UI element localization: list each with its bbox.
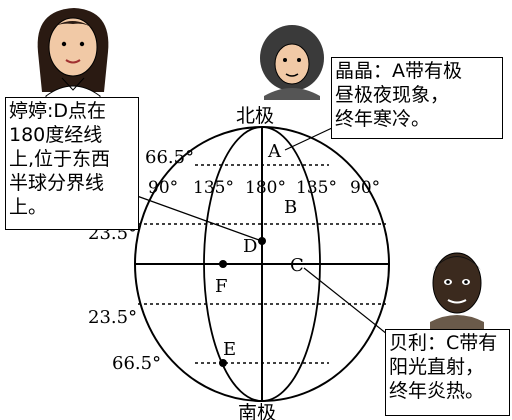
point-f-label: F — [215, 276, 228, 297]
lon-90-w-label: 90° — [148, 178, 178, 198]
lat-665-s-label: 66.5° — [112, 353, 161, 374]
point-d-dot — [258, 237, 266, 245]
point-d-label: D — [243, 236, 257, 257]
lat-665-n-label: 66.5° — [145, 147, 194, 168]
boy-character-illustration — [260, 25, 324, 100]
leader-jingjing — [284, 127, 333, 151]
bubble-line: 终年炎热。 — [389, 380, 485, 402]
bubble-line: 婷婷:D点在 — [9, 100, 107, 122]
bubble-line: 阳光直射， — [389, 356, 485, 378]
beili-character-illustration — [430, 252, 484, 330]
bubble-line: 终年寒冷。 — [335, 108, 431, 130]
bubble-line: 上。 — [9, 196, 48, 218]
speech-bubble-beili: 贝利：C带有 阳光直射， 终年炎热。 — [385, 329, 510, 416]
speech-bubble-jingjing: 晶晶：A带有极 昼极夜现象， 终年寒冷。 — [331, 57, 503, 139]
bubble-line: 上,位于东西 — [9, 148, 111, 170]
lon-90-e-label: 90° — [350, 178, 380, 198]
south-pole-label: 南极 — [238, 402, 276, 420]
girl-character-illustration — [37, 8, 109, 101]
bubble-line: 贝利：C带有 — [389, 332, 498, 354]
point-b-label: B — [284, 197, 297, 218]
bubble-line: 晶晶：A带有极 — [335, 60, 462, 82]
point-f-dot — [219, 260, 227, 268]
speech-bubble-tingting: 婷婷:D点在 180度经线 上,位于东西 半球分界线 上。 — [5, 97, 139, 230]
point-e-dot — [219, 359, 227, 367]
bubble-line: 昼极夜现象， — [335, 84, 450, 106]
point-e-label: E — [223, 339, 236, 360]
bubble-line: 半球分界线 — [9, 172, 105, 194]
lat-235-s-label: 23.5° — [88, 307, 137, 328]
north-pole-label: 北极 — [236, 105, 274, 127]
bubble-line: 180度经线 — [9, 124, 103, 146]
point-c-label: C — [290, 255, 304, 276]
point-a-label: A — [267, 141, 282, 162]
leader-tingting — [136, 195, 260, 241]
lon-135-e-label: 135° — [296, 178, 337, 198]
lon-180-label: 180° — [245, 178, 286, 198]
lon-135-w-label: 135° — [193, 178, 234, 198]
leader-beili — [303, 267, 393, 339]
